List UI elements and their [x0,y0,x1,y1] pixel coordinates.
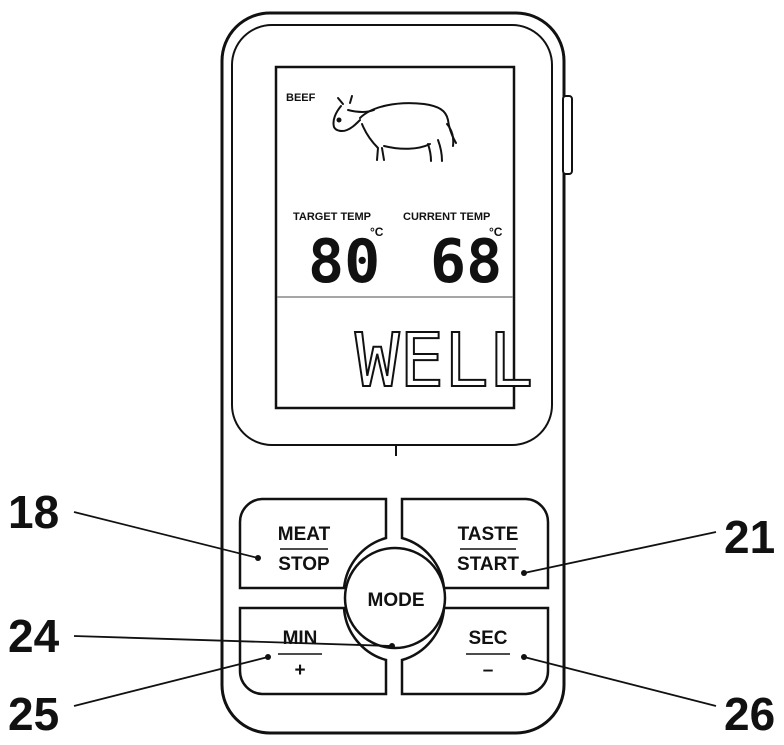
callout-line-24 [73,635,393,647]
current-temp-value: 68 [430,227,502,297]
callout-21: 21 [724,511,775,563]
callout-24: 24 [8,610,60,662]
meat-type-label: BEEF [286,92,316,104]
callout-26: 26 [724,688,775,740]
current-temp-unit: °C [489,225,503,239]
callout-18: 18 [8,486,59,538]
min-plus-top-label: MIN [283,628,318,649]
sec-minus-button[interactable]: SEC – [400,606,550,696]
taste-start-top-label: TASTE [458,524,519,545]
callout-25: 25 [8,688,59,740]
target-temp-unit: °C [370,225,384,239]
current-temp-label: CURRENT TEMP [403,211,490,223]
callout-line-21 [523,531,717,574]
meat-stop-bottom-label: STOP [278,554,330,575]
callout-numbers: 18 21 24 25 26 [8,486,775,740]
target-temp-label: TARGET TEMP [293,211,371,223]
side-button[interactable] [562,95,573,175]
callout-line-26 [523,656,717,707]
doneness-display: WELL [355,318,533,404]
button-pad: MEAT STOP TASTE START MIN + SEC – [238,497,550,696]
taste-start-bottom-label: START [457,554,519,575]
target-temp-value: 80 [308,227,380,297]
min-plus-bottom-label: + [294,660,305,681]
callout-line-25 [73,656,269,707]
callout-lines [73,511,717,707]
sec-minus-bottom-label: – [483,660,494,681]
meat-stop-button[interactable]: MEAT STOP [238,497,388,590]
callout-line-18 [73,511,259,559]
lcd-screen: BEEF TARGET TEMP CURRENT TEMP 80 °C 68 °… [274,65,534,410]
mode-label: MODE [368,590,425,611]
taste-start-button[interactable]: TASTE START [400,497,550,590]
cow-icon [332,95,457,162]
meat-stop-top-label: MEAT [278,524,331,545]
mode-button[interactable]: MODE [343,546,447,650]
sec-minus-top-label: SEC [468,628,507,649]
